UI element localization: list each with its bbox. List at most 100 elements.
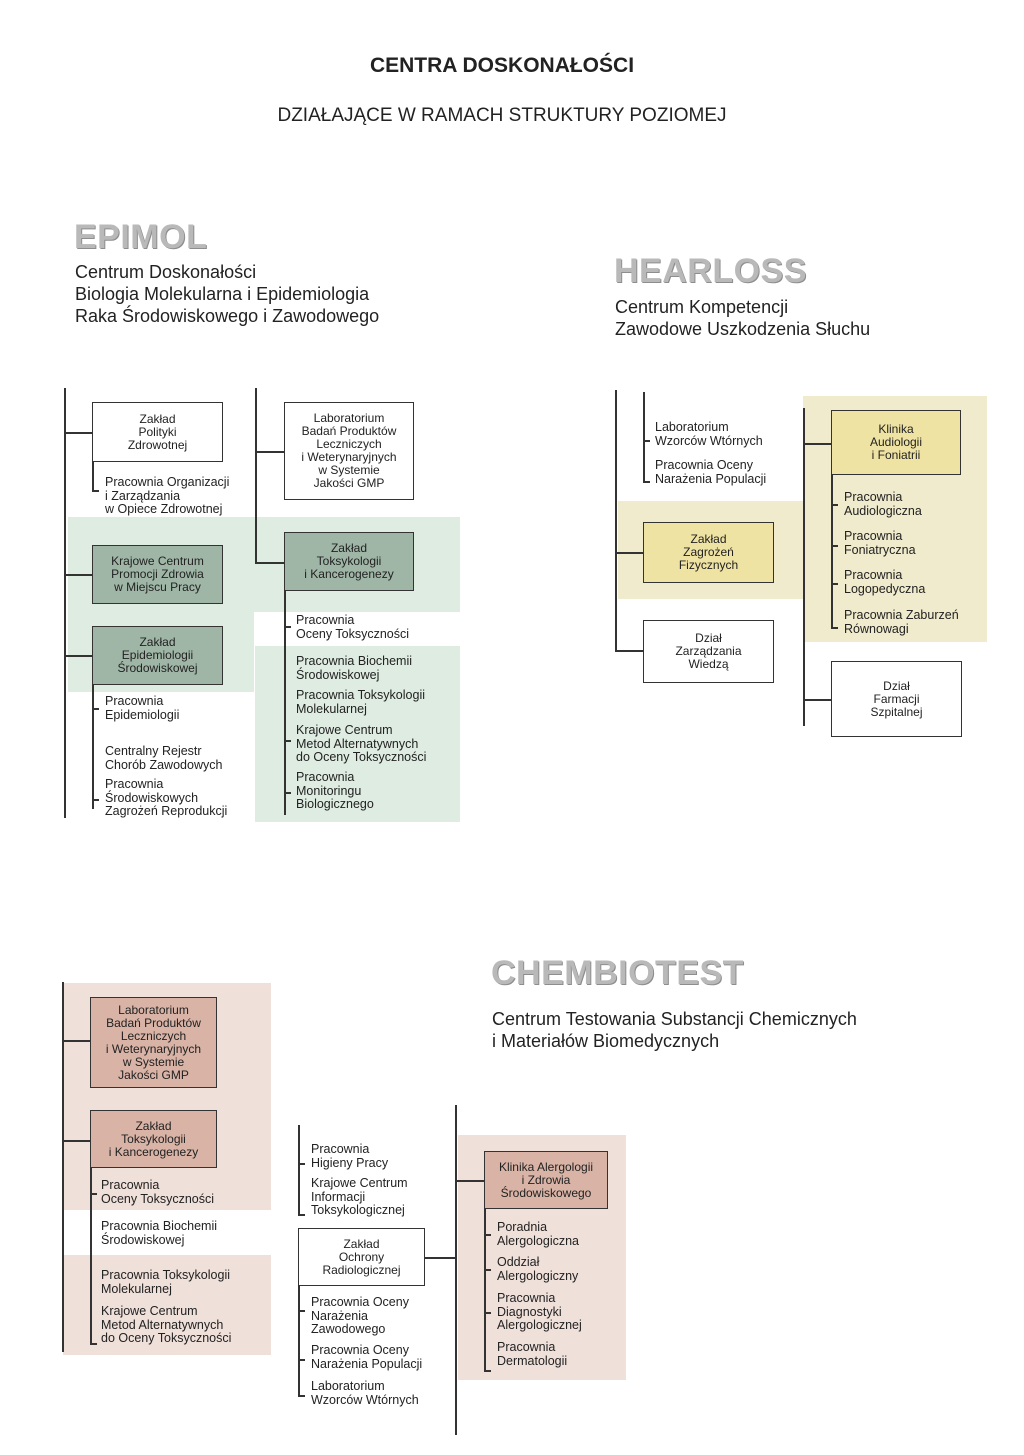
laboratorium-gmp-box: Laboratorium Badań Produktów Leczniczych… xyxy=(284,402,414,500)
epimol-trunk-toks xyxy=(284,590,286,815)
connector xyxy=(298,1310,305,1312)
krajowe-centrum-metod: Krajowe Centrum Metod Alternatywnych do … xyxy=(296,723,427,764)
pracownia-monitoringu: Pracownia Monitoringu Biologicznego xyxy=(296,770,374,811)
connector xyxy=(831,583,838,585)
hearloss-trunk-left xyxy=(615,390,617,652)
connector xyxy=(425,1257,455,1259)
pracownia-oceny-narazenia-zawodowego: Pracownia Oceny Narażenia Zawodowego xyxy=(311,1295,409,1336)
connector xyxy=(831,504,838,506)
pracownia-organizacji: Pracownia Organizacji i Zarządzania w Op… xyxy=(105,475,230,516)
zaklad-toksykologii-box: Zakład Toksykologii i Kancerogenezy xyxy=(284,532,414,591)
connector xyxy=(90,1168,92,1344)
zaklad-zagrozen-box: Zakład Zagrożeń Fizycznych xyxy=(643,522,774,583)
zaklad-toksykologii-box: Zakład Toksykologii i Kancerogenezy xyxy=(90,1110,217,1168)
laboratorium-gmp-box: Laboratorium Badań Produktów Leczniczych… xyxy=(90,997,217,1088)
connector xyxy=(298,1286,300,1396)
connector xyxy=(455,1180,484,1182)
connector xyxy=(284,792,291,794)
klinika-audiologii-box: Klinika Audiologii i Foniatrii xyxy=(831,410,961,475)
dzial-zarzadzania-box: Dział Zarządzania Wiedzą xyxy=(643,620,774,683)
pracownia-foniatryczna: Pracownia Foniatryczna xyxy=(844,529,916,557)
epimol-title: EPIMOL xyxy=(74,218,208,256)
hearloss-description: Centrum Kompetencji Zawodowe Uszkodzenia… xyxy=(615,297,871,339)
connector xyxy=(64,574,92,576)
pracownia-dermatologii: Pracownia Dermatologii xyxy=(497,1340,568,1368)
epimol-trunk-mid xyxy=(255,388,257,563)
zaklad-polityki-box: Zakład Polityki Zdrowotnej xyxy=(92,402,223,462)
zaklad-epidemiologii-box: Zakład Epidemiologii Środowiskowej xyxy=(92,626,223,685)
connector xyxy=(484,1312,491,1314)
connector xyxy=(484,1370,491,1372)
connector xyxy=(615,650,643,652)
dzial-farmacji-box: Dział Farmacji Szpitalnej xyxy=(831,661,962,737)
pracownia-oceny-narazenia-populacji: Pracownia Oceny Narażenia Populacji xyxy=(655,458,767,486)
chembiotest-trunk-left xyxy=(62,982,64,1352)
pracownia-oceny-toksycznosci: Pracownia Oceny Toksyczności xyxy=(296,613,410,641)
connector xyxy=(298,1395,305,1397)
connector xyxy=(62,1040,90,1042)
pracownia-oceny-toksycznosci: Pracownia Oceny Toksyczności xyxy=(101,1178,215,1206)
connector xyxy=(831,545,838,547)
connector xyxy=(92,708,99,710)
pracownia-logopedyczna: Pracownia Logopedyczna xyxy=(844,568,926,596)
chembiotest-title: CHEMBIOTEST xyxy=(491,954,744,992)
connector xyxy=(284,740,291,742)
connector xyxy=(90,1193,97,1195)
krajowe-centrum-metod: Krajowe Centrum Metod Alternatywnych do … xyxy=(101,1304,232,1345)
connector xyxy=(803,699,831,701)
connector xyxy=(615,552,643,554)
pracownia-epidemiologii: Pracownia Epidemiologii xyxy=(105,694,180,722)
pracownia-diagnostyki: Pracownia Diagnostyki Alergologicznej xyxy=(497,1291,582,1332)
chembiotest-bg-c xyxy=(63,1255,271,1355)
chembiotest-description: Centrum Testowania Substancji Chemicznyc… xyxy=(492,1009,857,1051)
laboratorium-wzorcow: Laboratorium Wzorców Wtórnych xyxy=(311,1379,419,1407)
connector xyxy=(643,392,645,482)
connector xyxy=(90,1343,97,1345)
connector xyxy=(484,1269,491,1271)
connector xyxy=(298,1214,305,1216)
pracownia-biochemii: Pracownia Biochemii Środowiskowej xyxy=(296,654,413,682)
poradnia-alergologiczna: Poradnia Alergologiczna xyxy=(497,1220,579,1248)
krajowe-centrum-promocji-box: Krajowe Centrum Promocji Zdrowia w Miejs… xyxy=(92,545,223,604)
connector xyxy=(92,685,94,809)
connector xyxy=(643,440,650,442)
connector xyxy=(484,1234,491,1236)
pracownia-biochemii: Pracownia Biochemii Środowiskowej xyxy=(101,1219,218,1247)
laboratorium-wzorcow: Laboratorium Wzorców Wtórnych xyxy=(655,420,763,448)
epimol-trunk-left xyxy=(64,388,66,818)
connector xyxy=(255,562,284,564)
connector xyxy=(831,475,833,628)
connector xyxy=(92,799,99,801)
pracownia-oceny-narazenia-populacji: Pracownia Oceny Narażenia Populacji xyxy=(311,1343,423,1371)
krajowe-centrum-informacji: Krajowe Centrum Informacji Toksykologicz… xyxy=(311,1176,408,1217)
connector xyxy=(831,627,838,629)
pracownia-toksykologii-molekularnej: Pracownia Toksykologii Molekularnej xyxy=(101,1268,230,1296)
pracownia-higieny-pracy: Pracownia Higieny Pracy xyxy=(311,1142,389,1170)
oddzial-alergologiczny: Oddział Alergologiczny xyxy=(497,1255,579,1283)
connector xyxy=(284,626,291,628)
klinika-alergologii-box: Klinika Alergologii i Zdrowia Środowisko… xyxy=(484,1151,608,1209)
chembiotest-trunk-right xyxy=(455,1105,457,1435)
connector xyxy=(92,462,94,490)
hearloss-title: HEARLOSS xyxy=(614,252,807,290)
connector xyxy=(484,1209,486,1371)
zaklad-ochrony-box: Zakład Ochrony Radiologicznej xyxy=(298,1228,425,1286)
connector xyxy=(64,655,92,657)
pracownia-toksykologii-molekularnej: Pracownia Toksykologii Molekularnej xyxy=(296,688,425,716)
connector xyxy=(643,481,650,483)
epimol-description: Centrum Doskonałości Biologia Molekularn… xyxy=(75,262,380,326)
connector xyxy=(62,1140,90,1142)
connector xyxy=(298,1125,300,1215)
connector xyxy=(298,1359,305,1361)
connector xyxy=(92,490,99,492)
connector xyxy=(803,443,831,445)
connector xyxy=(255,451,284,453)
connector xyxy=(298,1163,305,1165)
centralny-rejestr: Centralny Rejestr Chorób Zawodowych xyxy=(105,744,223,772)
connector xyxy=(64,432,92,434)
page-subtitle: DZIAŁAJĄCE W RAMACH STRUKTURY POZIOMEJ xyxy=(277,105,727,126)
page-title: CENTRA DOSKONAŁOŚCI xyxy=(369,54,635,77)
pracownia-zaburzen-rownowagi: Pracownia Zaburzeń Równowagi xyxy=(844,608,959,636)
hearloss-trunk-right xyxy=(803,408,805,726)
pracownia-audiologiczna: Pracownia Audiologiczna xyxy=(844,490,922,518)
